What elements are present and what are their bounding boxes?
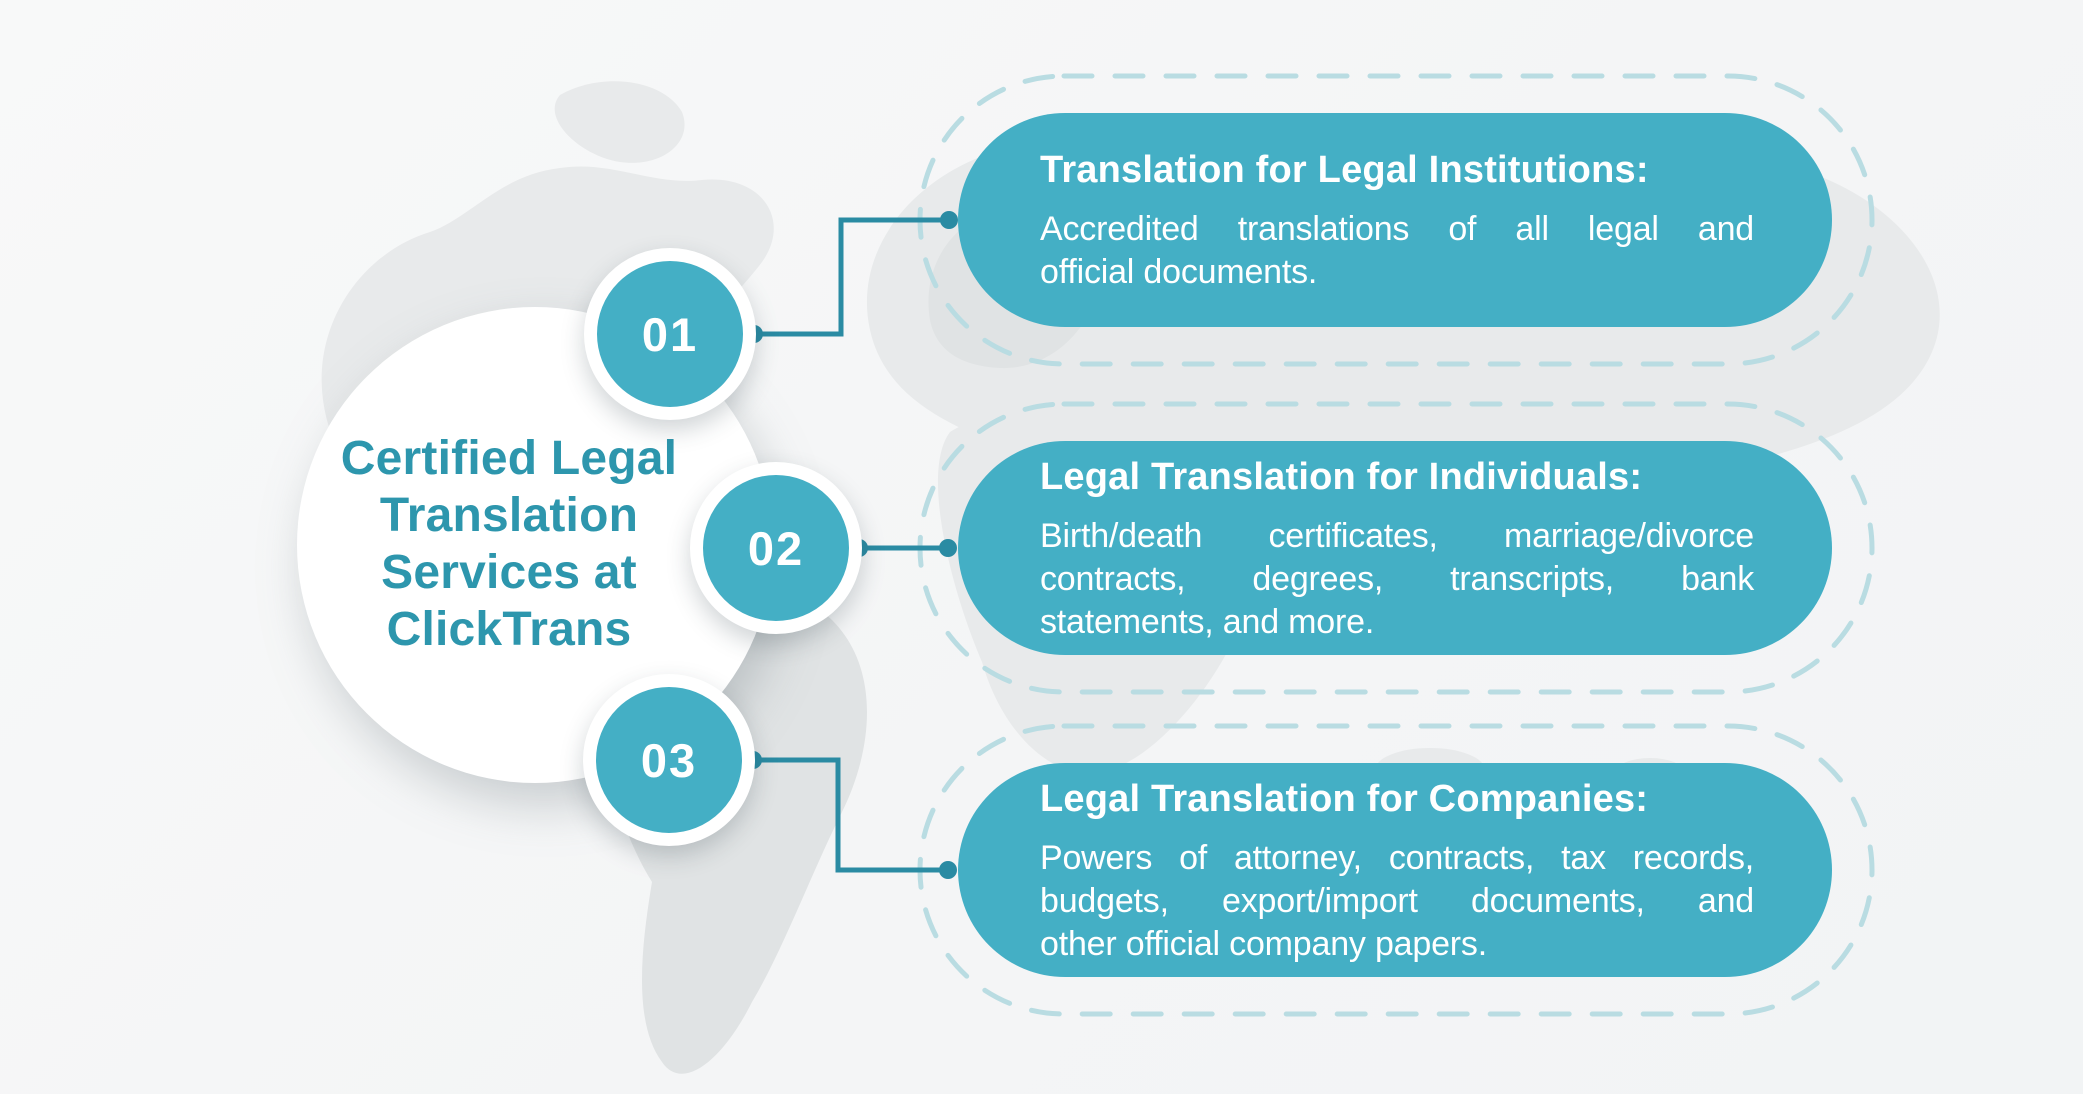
step-badge-01: 01 [584, 248, 756, 420]
connector-line-3 [753, 757, 948, 873]
step-badge-02: 02 [690, 462, 862, 634]
card-1-body: Accredited translations of all legal and… [1040, 210, 1754, 291]
connector-dot-3-end [939, 861, 957, 879]
card-3-heading: Legal Translation for Companies: [1040, 777, 1649, 820]
connector-dot-2-end [939, 539, 957, 557]
card-1-heading: Translation for Legal Institutions: [1040, 149, 1649, 191]
card-2-heading: Legal Translation for Individuals: [1040, 455, 1643, 498]
service-card-3: Legal Translation for Companies: Powers … [958, 763, 1832, 977]
service-card-1: Translation for Legal Institutions: Accr… [958, 113, 1832, 327]
connector-dot-1-end [940, 211, 958, 229]
step-badge-03: 03 [583, 674, 755, 846]
card-2-body: Birth/death certificates, marriage/divor… [1040, 516, 1754, 641]
step-number-01: 01 [641, 307, 699, 361]
map-island-4 [1094, 733, 1146, 757]
connector-line-1 [754, 217, 949, 337]
map-greenland [554, 81, 685, 163]
card-3-body: Powers of attorney, contracts, tax recor… [1040, 838, 1754, 963]
service-card-2: Legal Translation for Individuals: Birth… [958, 441, 1832, 655]
step-number-03: 03 [640, 733, 698, 787]
step-number-02: 02 [747, 521, 805, 575]
